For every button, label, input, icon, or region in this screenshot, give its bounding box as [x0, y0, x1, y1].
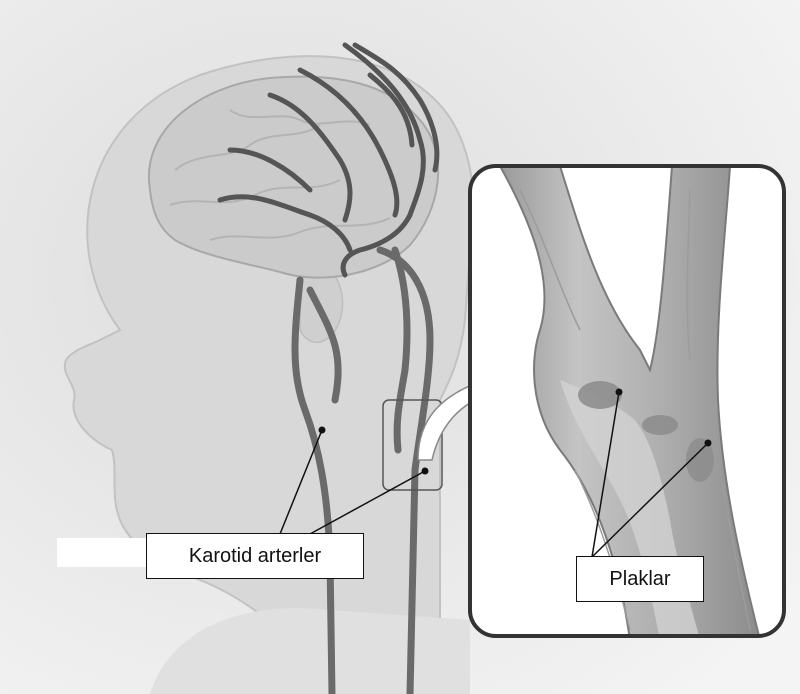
carotid-arteries-label-text: Karotid arterler — [189, 545, 321, 568]
carotid-arteries-label: Karotid arterler — [146, 533, 364, 579]
plaques-label: Plaklar — [576, 556, 704, 602]
plaques-label-text: Plaklar — [609, 568, 670, 591]
white-bar — [57, 538, 147, 567]
